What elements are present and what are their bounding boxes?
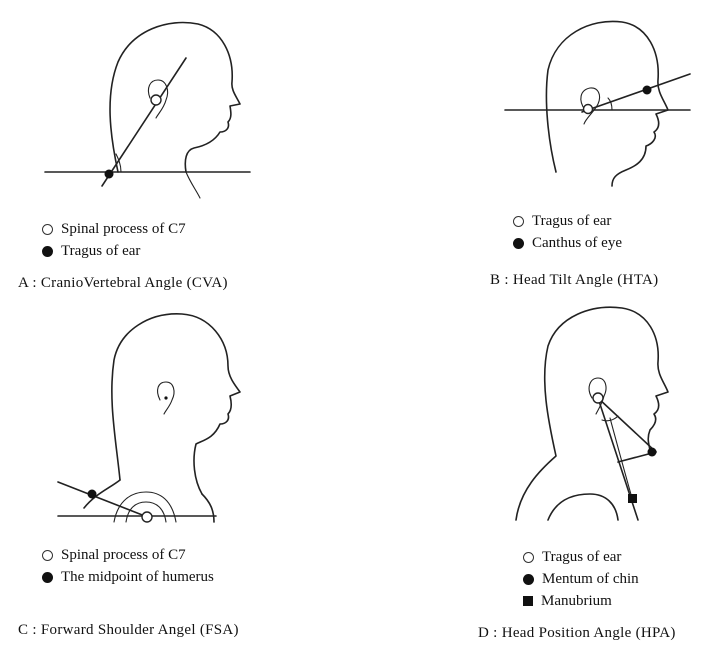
manubrium-square-point	[628, 494, 637, 503]
legend-d-label-0: Tragus of ear	[542, 546, 621, 568]
filled-square-icon	[523, 596, 533, 606]
filled-circle-icon	[523, 574, 534, 585]
legend-d: Tragus of ear Mentum of chin Manubrium	[523, 546, 639, 612]
chin-filled-point	[648, 448, 657, 457]
tragus-open-point	[593, 393, 603, 403]
legend-d-item: Tragus of ear	[523, 546, 639, 568]
caption-d: D : Head Position Angle (HPA)	[478, 625, 676, 642]
head-outline	[516, 307, 668, 520]
neck-front-line	[610, 418, 632, 498]
legend-d-label-1: Mentum of chin	[542, 568, 639, 590]
legend-d-label-2: Manubrium	[541, 590, 612, 612]
legend-d-item: Manubrium	[523, 590, 639, 612]
shoulder-inner-curve	[548, 494, 618, 520]
open-circle-icon	[523, 552, 534, 563]
legend-d-item: Mentum of chin	[523, 568, 639, 590]
